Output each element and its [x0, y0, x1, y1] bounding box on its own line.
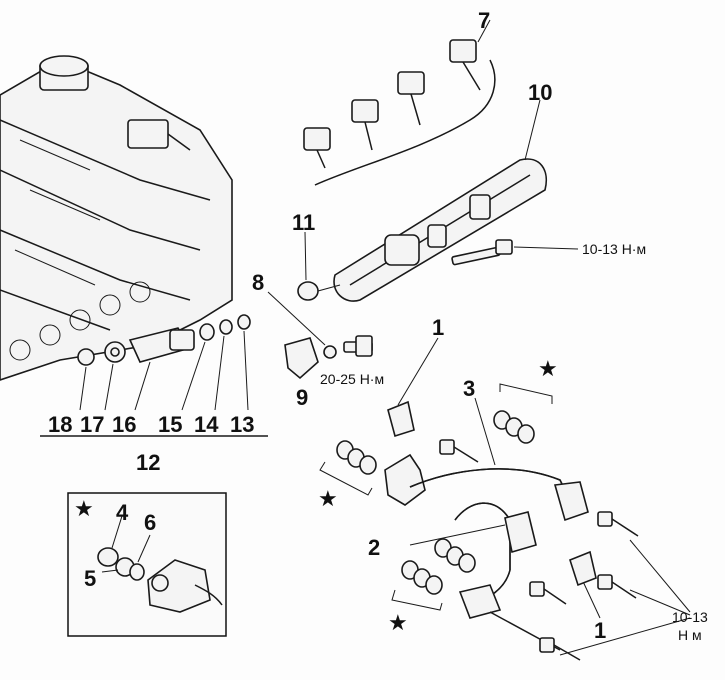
callout-9: 9: [296, 385, 308, 410]
fuel-rail-icon: [333, 158, 579, 302]
torque-pipe-bolts-value: 10-13: [672, 609, 708, 625]
callout-16: 16: [112, 412, 136, 437]
callout-11: 11: [292, 210, 315, 235]
washer-set-icon: [336, 410, 535, 595]
wiring-harness-icon: [303, 39, 496, 186]
fuel-pipe-icon: [384, 453, 589, 651]
star-mark-bottom: ★: [388, 611, 408, 636]
callout-14: 14: [194, 412, 219, 437]
engine-cylinder-head-icon: [0, 55, 233, 381]
star-mark-inset: ★: [74, 497, 94, 522]
detail-inset-box: [67, 492, 227, 637]
callout-13: 13: [230, 412, 254, 437]
star-mark-left: ★: [318, 487, 338, 512]
pipe-clip-icon: [387, 400, 597, 587]
callout-10: 10: [528, 80, 552, 105]
callout-12: 12: [136, 450, 160, 475]
callout-1-top: 1: [432, 315, 444, 340]
star-mark-top: ★: [538, 357, 558, 382]
callout-leader-lines: [40, 19, 691, 656]
torque-pipe-bolts-unit: Н м: [678, 627, 702, 643]
callout-2: 2: [368, 535, 380, 560]
callout-15: 15: [158, 412, 182, 437]
fuel-injector-icon: [77, 314, 251, 366]
callout-18: 18: [48, 412, 72, 437]
callout-4: 4: [116, 500, 129, 525]
bolt-icon: [439, 439, 639, 661]
callout-17: 17: [80, 412, 104, 437]
callout-3: 3: [463, 376, 475, 401]
callout-6: 6: [144, 510, 156, 535]
cap-icon: [297, 281, 341, 301]
pulsation-damper-icon: [284, 335, 373, 380]
torque-pulsation-damper: 20-25 Н·м: [320, 371, 384, 387]
callout-5: 5: [84, 566, 96, 591]
callout-1-bottom: 1: [594, 618, 606, 643]
group-brackets: [319, 383, 553, 611]
callout-7: 7: [478, 8, 490, 33]
callout-8: 8: [252, 270, 264, 295]
torque-rail-bolt: 10-13 Н·м: [582, 241, 646, 257]
